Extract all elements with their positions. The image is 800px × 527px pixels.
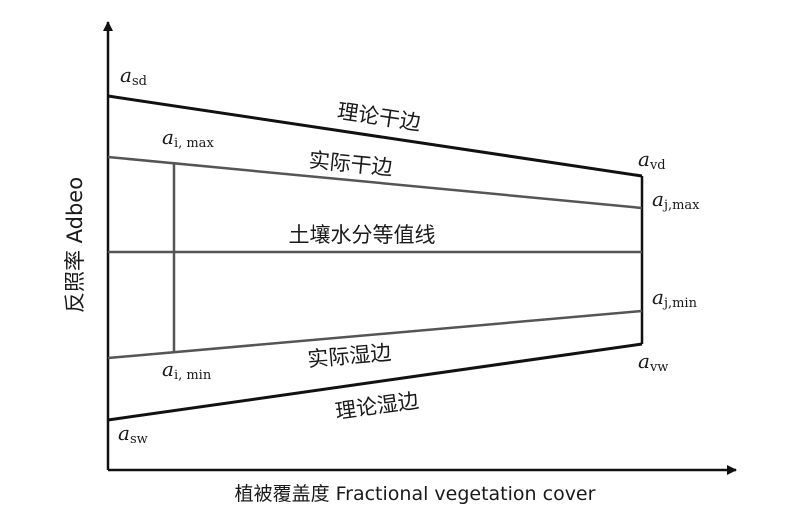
point-label-a-j-min: aj,min: [652, 285, 698, 311]
theoretical-dry-edge-label: 理论干边: [336, 99, 423, 135]
point-label-a-j-min-base: a: [652, 285, 664, 309]
point-label-a-vd-base: a: [638, 147, 650, 171]
point-label-a-j-max-base: a: [652, 187, 664, 211]
point-label-a-i-min-base: a: [162, 357, 174, 381]
point-label-a-sd: asd: [120, 63, 147, 89]
point-label-a-sw-sub: sw: [130, 432, 148, 447]
point-label-a-j-max: aj,max: [652, 187, 700, 213]
point-label-a-i-max: ai, max: [162, 125, 214, 151]
actual-wet-edge-label: 实际湿边: [307, 340, 393, 371]
soil-moisture-isoline-label: 土壤水分等值线: [289, 223, 436, 247]
point-label-a-sw: asw: [118, 421, 148, 447]
point-label-a-vd: avd: [638, 147, 666, 173]
actual-dry-edge-label: 实际干边: [308, 148, 394, 180]
point-label-a-i-min-sub: i, min: [174, 368, 212, 383]
actual-dry-edge-line: [107, 155, 643, 210]
theoretical-wet-edge-line: [107, 342, 643, 422]
point-label-a-sw-base: a: [118, 421, 130, 445]
point-label-a-sd-sub: sd: [132, 74, 147, 89]
actual-wet-edge-line: [107, 309, 643, 360]
x-axis-label: 植被覆盖度 Fractional vegetation cover: [235, 483, 596, 505]
point-label-a-vw: avw: [638, 349, 668, 375]
point-label-a-i-max-base: a: [162, 125, 174, 149]
point-label-a-vd-sub: vd: [649, 158, 666, 173]
point-label-a-sd-base: a: [120, 63, 132, 87]
point-label-a-j-max-sub: j,max: [662, 198, 700, 213]
point-label-a-j-min-sub: j,min: [662, 296, 698, 311]
theoretical-dry-edge-line: [107, 94, 643, 178]
theoretical-wet-edge-label: 理论湿边: [334, 388, 421, 423]
point-label-a-i-max-sub: i, max: [174, 136, 215, 151]
y-axis-label: 反照率 Adbeo: [63, 177, 87, 313]
point-label-a-vw-base: a: [638, 349, 650, 373]
point-label-a-vw-sub: vw: [649, 360, 668, 375]
point-label-a-i-min: ai, min: [162, 357, 212, 383]
